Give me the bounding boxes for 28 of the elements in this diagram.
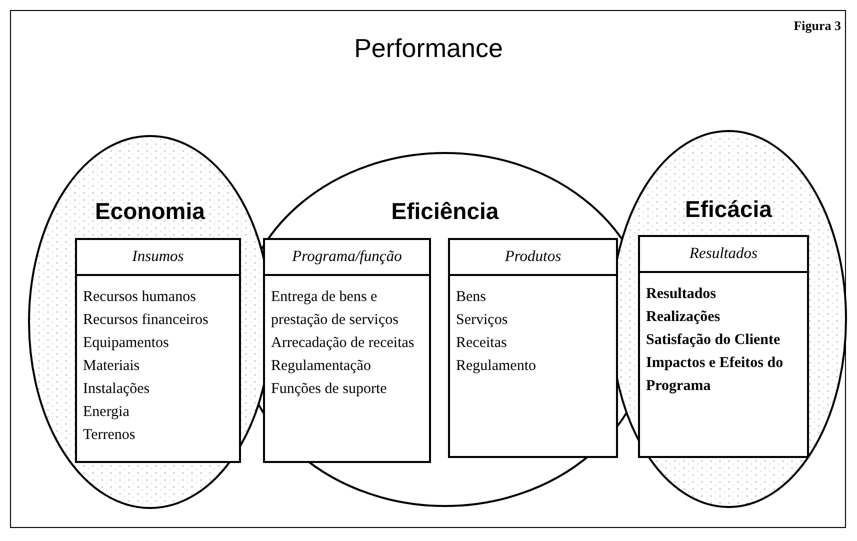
list-item: Resultados: [646, 285, 718, 304]
list-item: Regulamentação: [271, 357, 372, 376]
list-item: Entrega de bens e prestação de serviços: [271, 288, 400, 330]
figure-label: Figura 3: [794, 18, 841, 34]
list-item: Materiais: [83, 357, 141, 376]
ellipse-heading: Eficácia: [685, 196, 772, 223]
list-item: Serviços: [456, 311, 509, 330]
list-item: Arrecadação de receitas: [271, 334, 416, 353]
ellipse-heading: Eficiência: [391, 198, 499, 225]
list-item: Recursos humanos: [83, 288, 197, 307]
box-header: Insumos: [77, 240, 239, 276]
list-item: Recursos financeiros: [83, 311, 210, 330]
list-item: Bens: [456, 288, 487, 307]
list-item: Satisfação do Cliente: [646, 331, 782, 350]
list-item: Funções de suporte: [271, 380, 388, 399]
box-header: Resultados: [640, 237, 807, 273]
list-item: Realizações: [646, 308, 722, 327]
list-item: Impactos e Efeitos do Programa: [646, 354, 784, 396]
list-item: Receitas: [456, 334, 508, 353]
list-item: Terrenos: [83, 426, 136, 445]
box-header: Produtos: [450, 240, 616, 276]
diagram-title: Performance: [354, 33, 503, 64]
list-item: Instalações: [83, 380, 151, 399]
list-item: Energia: [83, 403, 130, 422]
list-item: Regulamento: [456, 357, 537, 376]
box-header: Programa/função: [265, 240, 429, 276]
ellipse-heading: Economia: [95, 198, 205, 225]
list-item: Equipamentos: [83, 334, 170, 353]
